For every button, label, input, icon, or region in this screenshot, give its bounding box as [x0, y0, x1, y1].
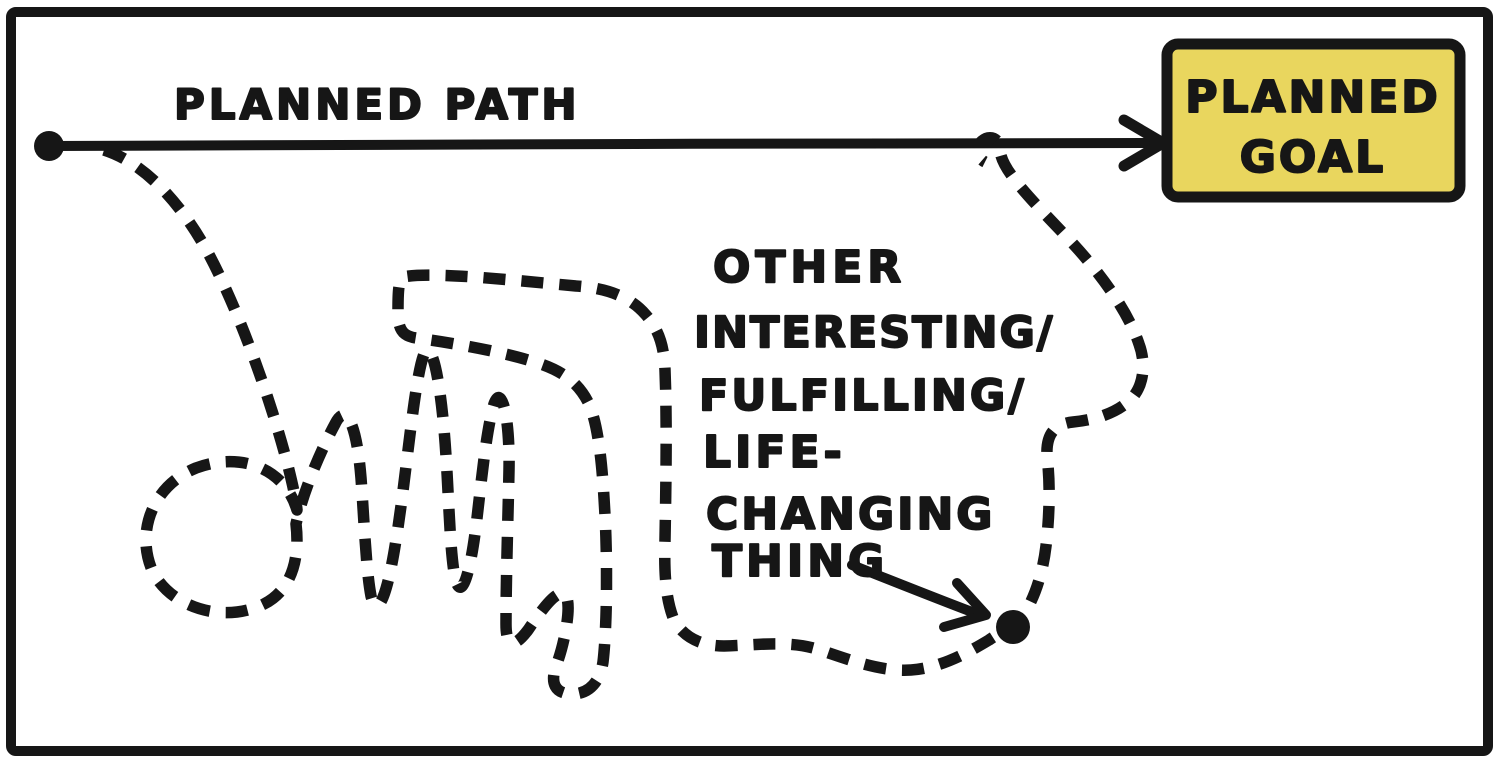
- annotation-line-5: CHANGING: [706, 489, 995, 540]
- annotation-arrowhead-icon: [939, 578, 991, 632]
- annotation-line-6: THING: [712, 536, 888, 587]
- planned-goal-label-line2: GOAL: [1240, 132, 1386, 183]
- planned-path-label: PLANNED PATH: [174, 80, 581, 129]
- panel-border: [6, 7, 1493, 756]
- start-dot-icon: [34, 131, 64, 161]
- detour-annotation: OTHER INTERESTING/ FULFILLING/ LIFE- CHA…: [693, 241, 1054, 588]
- annotation-line-3: FULFILLING/: [699, 371, 1027, 421]
- annotation-line-4: LIFE-: [703, 427, 846, 478]
- actual-path-squiggle: [102, 132, 1149, 700]
- annotation-arrow-line: [847, 560, 977, 617]
- annotation-line-1: OTHER: [713, 242, 906, 293]
- end-dot-icon: [996, 610, 1030, 644]
- planned-goal-box: [1161, 38, 1466, 203]
- planned-goal-label-line1: PLANNED: [1185, 72, 1441, 123]
- annotation-line-2: INTERESTING/: [694, 308, 1054, 358]
